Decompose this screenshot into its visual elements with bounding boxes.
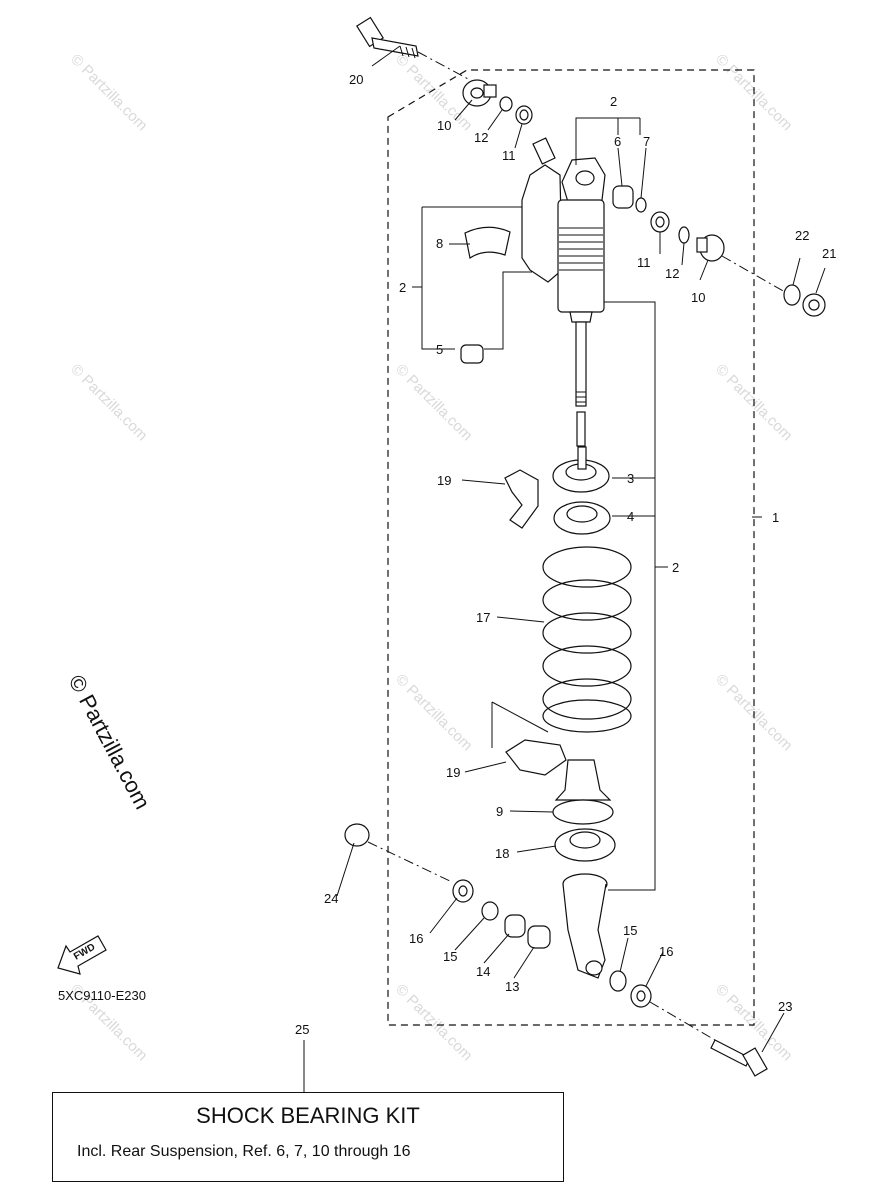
seal-15-right <box>609 970 627 992</box>
callout-14: 14 <box>476 964 490 979</box>
drawing-code: 5XC9110-E230 <box>58 988 146 1003</box>
bearing-13 <box>527 925 551 949</box>
bolt-20 <box>356 16 419 59</box>
kit-title: SHOCK BEARING KIT <box>196 1103 420 1128</box>
callout-7: 7 <box>643 134 650 149</box>
callout-22: 22 <box>795 228 809 243</box>
callout-20: 20 <box>349 72 363 87</box>
seal-12-right <box>678 226 690 244</box>
axis-line <box>417 51 471 81</box>
bump-stop-9 <box>552 759 614 825</box>
callout-19: 19 <box>446 765 460 780</box>
callout-25: 25 <box>295 1022 309 1037</box>
spring-17 <box>542 546 632 733</box>
lower-clevis <box>562 873 608 979</box>
nut-24 <box>344 823 370 847</box>
shock-bearing-kit-box: SHOCK BEARING KIT Incl. Rear Suspension,… <box>52 1092 564 1182</box>
callout-2: 2 <box>672 560 679 575</box>
callout-2: 2 <box>610 94 617 109</box>
callout-17: 17 <box>476 610 490 625</box>
assembly-outline <box>387 69 755 1026</box>
callout-19: 19 <box>437 473 451 488</box>
callout-12: 12 <box>665 266 679 281</box>
callout-10: 10 <box>437 118 451 133</box>
bolt-23 <box>710 1039 768 1077</box>
watermarks: © Partzilla.com © Partzilla.com © Partzi… <box>64 51 796 1064</box>
washer-22 <box>783 284 801 306</box>
callout-23: 23 <box>778 999 792 1014</box>
ring-nut-4 <box>553 501 611 535</box>
callout-12: 12 <box>474 130 488 145</box>
callout-11: 11 <box>502 148 516 163</box>
guide-bracket <box>491 701 549 748</box>
callout-13: 13 <box>505 979 519 994</box>
callout-16: 16 <box>409 931 423 946</box>
callout-24: 24 <box>324 891 338 906</box>
callouts: 20 10 12 11 2 6 7 8 2 5 11 12 10 22 21 3… <box>295 72 836 1037</box>
callout-21: 21 <box>822 246 836 261</box>
reservoir <box>521 137 563 283</box>
stopper-18 <box>554 828 616 862</box>
watermark: © Partzilla.com <box>67 51 150 134</box>
callout-5: 5 <box>436 342 443 357</box>
collar-10-right <box>696 234 725 262</box>
watermark: © Partzilla.com <box>392 671 475 754</box>
axis-line <box>649 1001 721 1044</box>
callout-8: 8 <box>436 236 443 251</box>
callout-9: 9 <box>496 804 503 819</box>
collar-10-top <box>462 79 497 107</box>
watermark: © Partzilla.com <box>392 361 475 444</box>
piston-rod <box>575 321 587 447</box>
spring-guide-19-upper <box>504 469 539 529</box>
sleeve-8 <box>464 226 511 259</box>
watermark: © Partzilla.com <box>67 361 150 444</box>
callout-6: 6 <box>614 134 621 149</box>
seal-15-left <box>481 901 499 921</box>
kit-description: Incl. Rear Suspension, Ref. 6, 7, 10 thr… <box>77 1143 411 1160</box>
axis-line <box>367 841 453 883</box>
callout-18: 18 <box>495 846 509 861</box>
seal-7 <box>635 197 647 213</box>
axis-line <box>721 255 786 293</box>
valve-5 <box>460 344 484 364</box>
callout-2: 2 <box>399 280 406 295</box>
callout-4: 4 <box>627 509 634 524</box>
callout-3: 3 <box>627 471 634 486</box>
bushing-14 <box>504 914 526 938</box>
spring-guide-19-lower <box>505 739 567 776</box>
callout-11: 11 <box>637 255 651 270</box>
fwd-arrow: FWD <box>57 935 107 975</box>
callout-10: 10 <box>691 290 705 305</box>
callout-15: 15 <box>623 923 637 938</box>
bushing-6 <box>612 185 634 209</box>
seal-12-top <box>499 96 513 112</box>
ring-nut-3 <box>552 446 610 493</box>
watermark-main: © Partzilla.com <box>64 671 156 814</box>
leader-lines <box>303 45 826 1092</box>
callout-1: 1 <box>772 510 779 525</box>
callout-15: 15 <box>443 949 457 964</box>
callout-16: 16 <box>659 944 673 959</box>
watermark: © Partzilla.com <box>392 981 475 1064</box>
shock-body <box>557 157 606 323</box>
